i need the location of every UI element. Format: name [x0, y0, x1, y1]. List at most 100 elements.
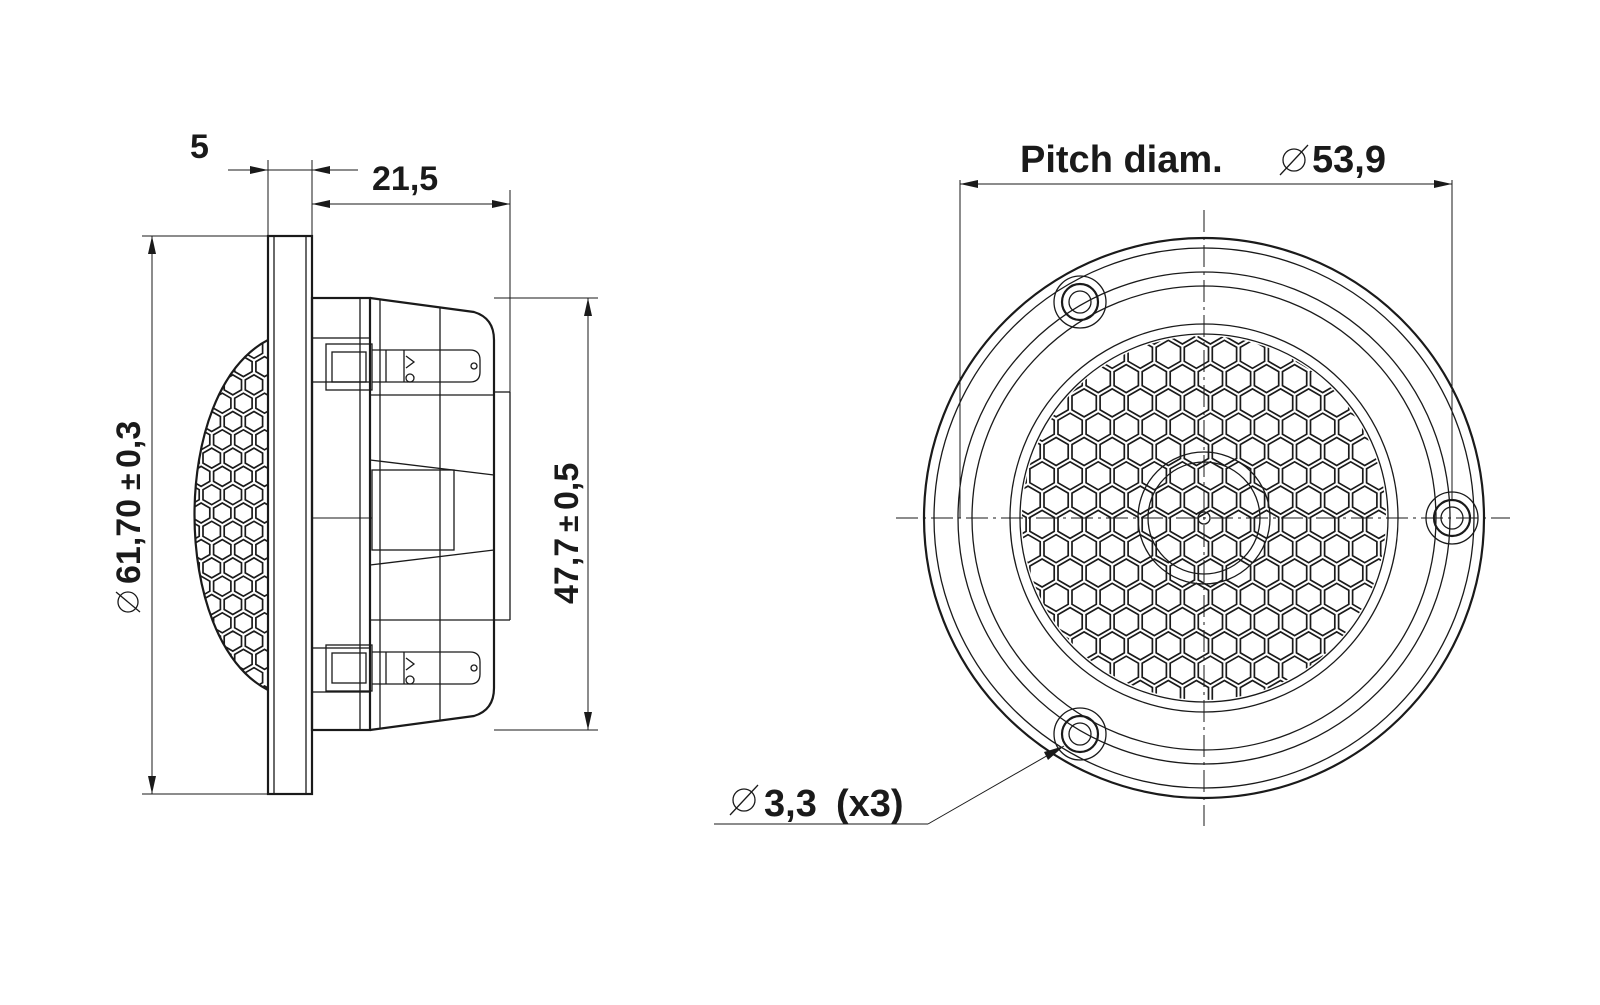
- grill-hex-cell: [244, 593, 264, 616]
- pitch-label-text: Pitch diam.: [1020, 139, 1223, 181]
- grill-hex-cell: [171, 649, 188, 669]
- grill-hex-cell: [1085, 363, 1112, 394]
- plus-minus-symbol-1: ±: [114, 474, 147, 490]
- grill-hex-cell: [1183, 339, 1210, 370]
- grill-hex-cell: [1225, 363, 1252, 394]
- grill-hex-cell: [1141, 558, 1168, 588]
- grill-hex-cell: [1029, 460, 1056, 491]
- grill-hex-cell: [1071, 485, 1098, 516]
- grill-hex-cell: [194, 465, 211, 488]
- grill-hex-cell: [1085, 606, 1112, 637]
- grill-hex-cell: [1043, 630, 1070, 661]
- grill-hex-cell: [1267, 436, 1294, 467]
- grill-hex-cell: [1141, 509, 1168, 540]
- grill-hex-cell: [1155, 533, 1182, 564]
- grill-hex-cell: [1323, 582, 1350, 613]
- grill-hex-cell: [1211, 485, 1238, 516]
- grill-hex-cell: [255, 502, 268, 524]
- grill-hex-cell: [1225, 558, 1252, 588]
- dim-outer-diameter-text: 61,70: [110, 499, 148, 584]
- grill-hex-cell: [1379, 339, 1386, 370]
- grill-hex-cell: [1337, 460, 1364, 491]
- hole-diameter-text: 3,3: [764, 783, 817, 825]
- grill-hex-cell: [1127, 485, 1154, 516]
- grill-hex-cell: [1071, 533, 1098, 564]
- grill-hex-cell: [1043, 485, 1070, 516]
- terminal-upper: [325, 343, 481, 391]
- grill-hex-cell: [1211, 679, 1238, 700]
- grill-hex-cell: [1183, 630, 1210, 661]
- grill-hex-cell: [1113, 509, 1140, 540]
- grill-hex-cell: [1043, 582, 1070, 613]
- grill-hex-cell: [1029, 655, 1056, 686]
- grill-hex-cell: [1022, 630, 1042, 661]
- grill-hex-cell: [1169, 336, 1196, 345]
- grill-hex-cell: [1379, 387, 1386, 418]
- grill-hex-cell: [1155, 387, 1182, 418]
- side-view: 5 21,5 61,70 ± 0,3: [110, 128, 598, 796]
- grill-hex-cell: [1099, 485, 1126, 516]
- grill-hex-cell: [194, 666, 201, 689]
- grill-hex-cell: [1211, 582, 1238, 613]
- grill-hex-cell: [255, 392, 268, 415]
- grill-hex-cell: [1071, 436, 1098, 467]
- grill-hex-cell: [194, 410, 201, 433]
- grill-hex-cell: [1267, 387, 1294, 418]
- grill-hex-cell: [1295, 533, 1322, 564]
- grill-hex-cell: [255, 611, 268, 634]
- grill-hex-cell: [171, 503, 188, 523]
- grill-hex-cell: [255, 648, 268, 671]
- grill-hex-cell: [1239, 339, 1266, 370]
- grill-hex-cell: [171, 357, 188, 377]
- center-dome: [1147, 461, 1261, 575]
- grill-hex-cell: [1323, 339, 1350, 370]
- dim-outer-tolerance-text: 0,3: [110, 421, 148, 468]
- grill-hex-cell: [244, 520, 264, 543]
- grill-hex-cell: [1183, 679, 1210, 700]
- grill-hex-cell: [194, 428, 211, 451]
- grill-hex-cell: [194, 502, 211, 524]
- grill-hex-cell: [233, 648, 253, 671]
- grill-hex-cell: [202, 483, 222, 506]
- grill-hex-cell: [1253, 606, 1280, 637]
- grill-hex-cell: [1323, 436, 1350, 467]
- grill-hex-cell: [1197, 655, 1224, 686]
- grill-hex-cell: [255, 465, 268, 488]
- grill-hex-cell: [171, 430, 188, 450]
- grill-hex-cell: [1239, 630, 1266, 661]
- grill-hex-cell: [244, 373, 264, 396]
- grill-hex-cell: [194, 483, 201, 506]
- grill-hex-cell: [1211, 436, 1238, 467]
- grill-hex-cell: [202, 666, 222, 689]
- grill-hex-cell: [212, 611, 232, 634]
- grill-hex-cell: [1169, 558, 1196, 588]
- grill-hex-cell: [1253, 655, 1280, 686]
- grill-hex-cell: [1295, 436, 1322, 467]
- grill-hex-cell: [194, 648, 211, 671]
- grill-hex-cell: [1281, 412, 1308, 443]
- grill-hex-cell: [1085, 509, 1112, 540]
- grill-hex-cell: [1253, 412, 1280, 443]
- grill-hex-cell: [1127, 339, 1154, 370]
- grill-hex-cell: [1085, 412, 1112, 443]
- grill-hex-cell: [1267, 485, 1294, 516]
- grill-hex-cell: [223, 593, 243, 616]
- grill-hex-cell: [1113, 412, 1140, 443]
- grill-hex-cell: [1141, 412, 1168, 443]
- grill-hex-cell: [1141, 336, 1168, 345]
- grill-hex-cell: [1253, 558, 1280, 588]
- grill-hex-cell: [1239, 436, 1266, 467]
- grill-hex-cell: [171, 466, 188, 486]
- grill-hex-cell: [1351, 630, 1378, 661]
- grill-hex-cell: [255, 340, 268, 341]
- grill-hex-cell: [1281, 558, 1308, 588]
- grill-hex-cell: [212, 538, 232, 561]
- grill-hex-cell: [1113, 558, 1140, 588]
- grill-hex-cell: [1337, 558, 1364, 588]
- grill-hex-cell: [1197, 606, 1224, 637]
- grill-hex-cell: [1281, 655, 1308, 686]
- dim-flange-text: 5: [190, 128, 209, 166]
- grill-hex-cell: [1099, 582, 1126, 613]
- grill-hex-cell: [223, 666, 243, 689]
- grill-hex-cell: [1022, 655, 1027, 686]
